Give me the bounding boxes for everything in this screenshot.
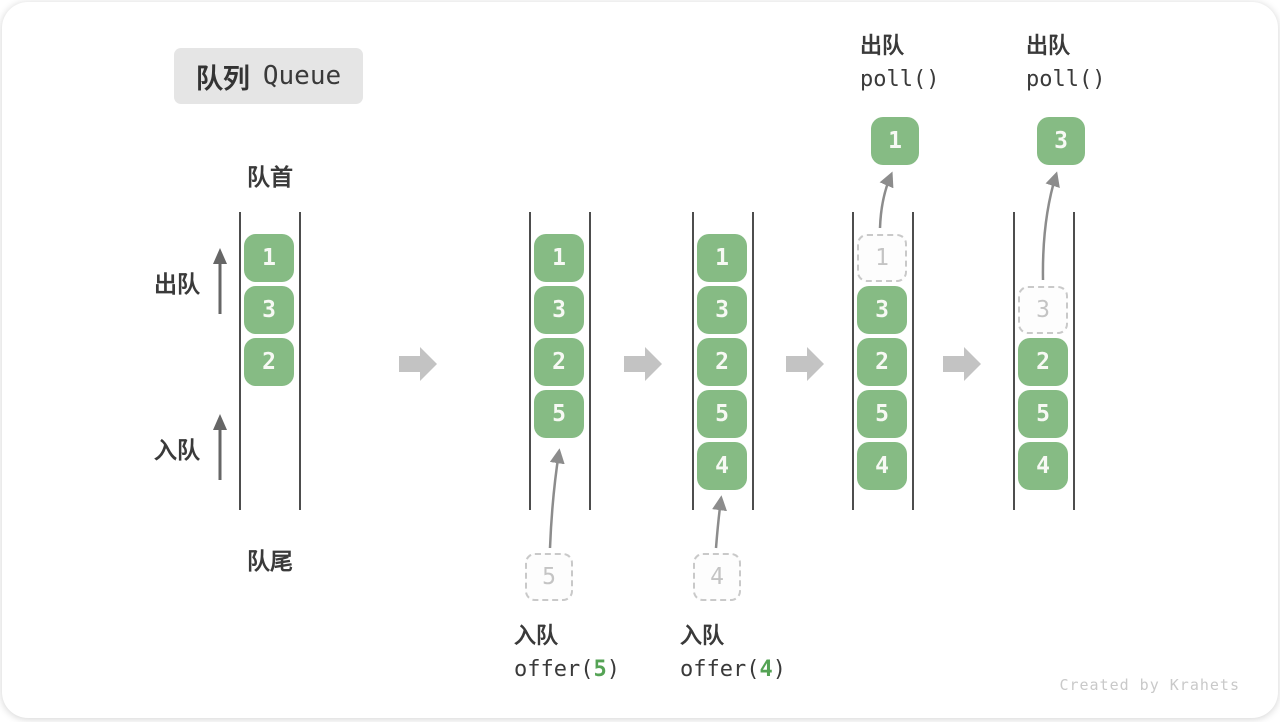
label-queue-front: 队首 bbox=[247, 164, 293, 190]
op-label: 入队 bbox=[514, 623, 559, 648]
op-label: 出队 bbox=[860, 33, 905, 58]
queue-column-state1: 1 3 2 bbox=[239, 212, 301, 510]
op-caption-poll-1: 出队 poll() bbox=[860, 29, 939, 97]
op-fn: offer( bbox=[680, 657, 760, 682]
queue-cell: 5 bbox=[857, 390, 907, 438]
column-wall bbox=[1073, 212, 1075, 510]
column-wall bbox=[529, 212, 531, 510]
state-transition-arrow-2 bbox=[624, 347, 662, 381]
column-wall bbox=[752, 212, 754, 510]
queue-column-state4: 1 3 2 5 4 bbox=[852, 212, 914, 510]
column-wall bbox=[299, 212, 301, 510]
op-arg: 4 bbox=[759, 657, 773, 682]
incoming-value-box: 5 bbox=[525, 553, 573, 601]
queue-cell: 2 bbox=[857, 338, 907, 386]
title-badge: 队列 Queue bbox=[174, 48, 363, 104]
queue-column-state2: 1 3 2 5 bbox=[529, 212, 591, 510]
queue-cell: 4 bbox=[1018, 442, 1068, 490]
dequeue-direction-arrow bbox=[213, 248, 227, 314]
column-wall bbox=[1013, 212, 1015, 510]
queue-cell: 3 bbox=[244, 286, 294, 334]
queue-cell: 5 bbox=[697, 390, 747, 438]
queue-cell: 3 bbox=[857, 286, 907, 334]
op-code: offer(5) bbox=[514, 653, 620, 687]
op-fn: offer( bbox=[514, 657, 594, 682]
queue-cell: 5 bbox=[534, 390, 584, 438]
queue-cell: 4 bbox=[697, 442, 747, 490]
op-label: 出队 bbox=[1026, 33, 1071, 58]
state-transition-arrow-3 bbox=[786, 347, 824, 381]
watermark: Created by Krahets bbox=[1059, 676, 1240, 694]
queue-cell: 3 bbox=[697, 286, 747, 334]
label-queue-rear: 队尾 bbox=[247, 548, 293, 574]
state-transition-arrow-1 bbox=[399, 347, 437, 381]
op-caption-offer-5: 入队 offer(5) bbox=[514, 619, 620, 687]
polled-value-box: 3 bbox=[1037, 117, 1085, 165]
queue-cell: 1 bbox=[244, 234, 294, 282]
op-close: ) bbox=[606, 657, 620, 682]
op-code: poll() bbox=[860, 67, 940, 92]
queue-cell: 2 bbox=[697, 338, 747, 386]
queue-cell: 2 bbox=[1018, 338, 1068, 386]
column-wall bbox=[239, 212, 241, 510]
queue-cell: 1 bbox=[534, 234, 584, 282]
queue-cell: 3 bbox=[534, 286, 584, 334]
op-code: offer(4) bbox=[680, 653, 786, 687]
queue-cell: 5 bbox=[1018, 390, 1068, 438]
queue-column-state5: 3 2 5 4 bbox=[1013, 212, 1075, 510]
queue-cell: 1 bbox=[697, 234, 747, 282]
queue-cell: 4 bbox=[857, 442, 907, 490]
op-close: ) bbox=[772, 657, 786, 682]
op-label: 入队 bbox=[680, 623, 725, 648]
title-zh: 队列 bbox=[195, 63, 250, 94]
column-wall bbox=[589, 212, 591, 510]
queue-cell-removed-ghost: 3 bbox=[1018, 286, 1068, 334]
polled-value-box: 1 bbox=[871, 117, 919, 165]
title-en: Queue bbox=[262, 61, 342, 91]
column-wall bbox=[852, 212, 854, 510]
label-enqueue-side: 入队 bbox=[154, 437, 200, 463]
op-caption-offer-4: 入队 offer(4) bbox=[680, 619, 786, 687]
queue-cell-removed-ghost: 1 bbox=[857, 234, 907, 282]
enqueue-direction-arrow bbox=[213, 414, 227, 480]
column-wall bbox=[692, 212, 694, 510]
column-wall bbox=[912, 212, 914, 510]
state-transition-arrow-4 bbox=[943, 347, 981, 381]
queue-column-state3: 1 3 2 5 4 bbox=[692, 212, 754, 510]
op-arg: 5 bbox=[593, 657, 607, 682]
queue-cell: 2 bbox=[534, 338, 584, 386]
label-dequeue-side: 出队 bbox=[154, 271, 200, 297]
op-code: poll() bbox=[1026, 67, 1106, 92]
incoming-value-box: 4 bbox=[693, 553, 741, 601]
queue-cell: 2 bbox=[244, 338, 294, 386]
op-caption-poll-2: 出队 poll() bbox=[1026, 29, 1105, 97]
